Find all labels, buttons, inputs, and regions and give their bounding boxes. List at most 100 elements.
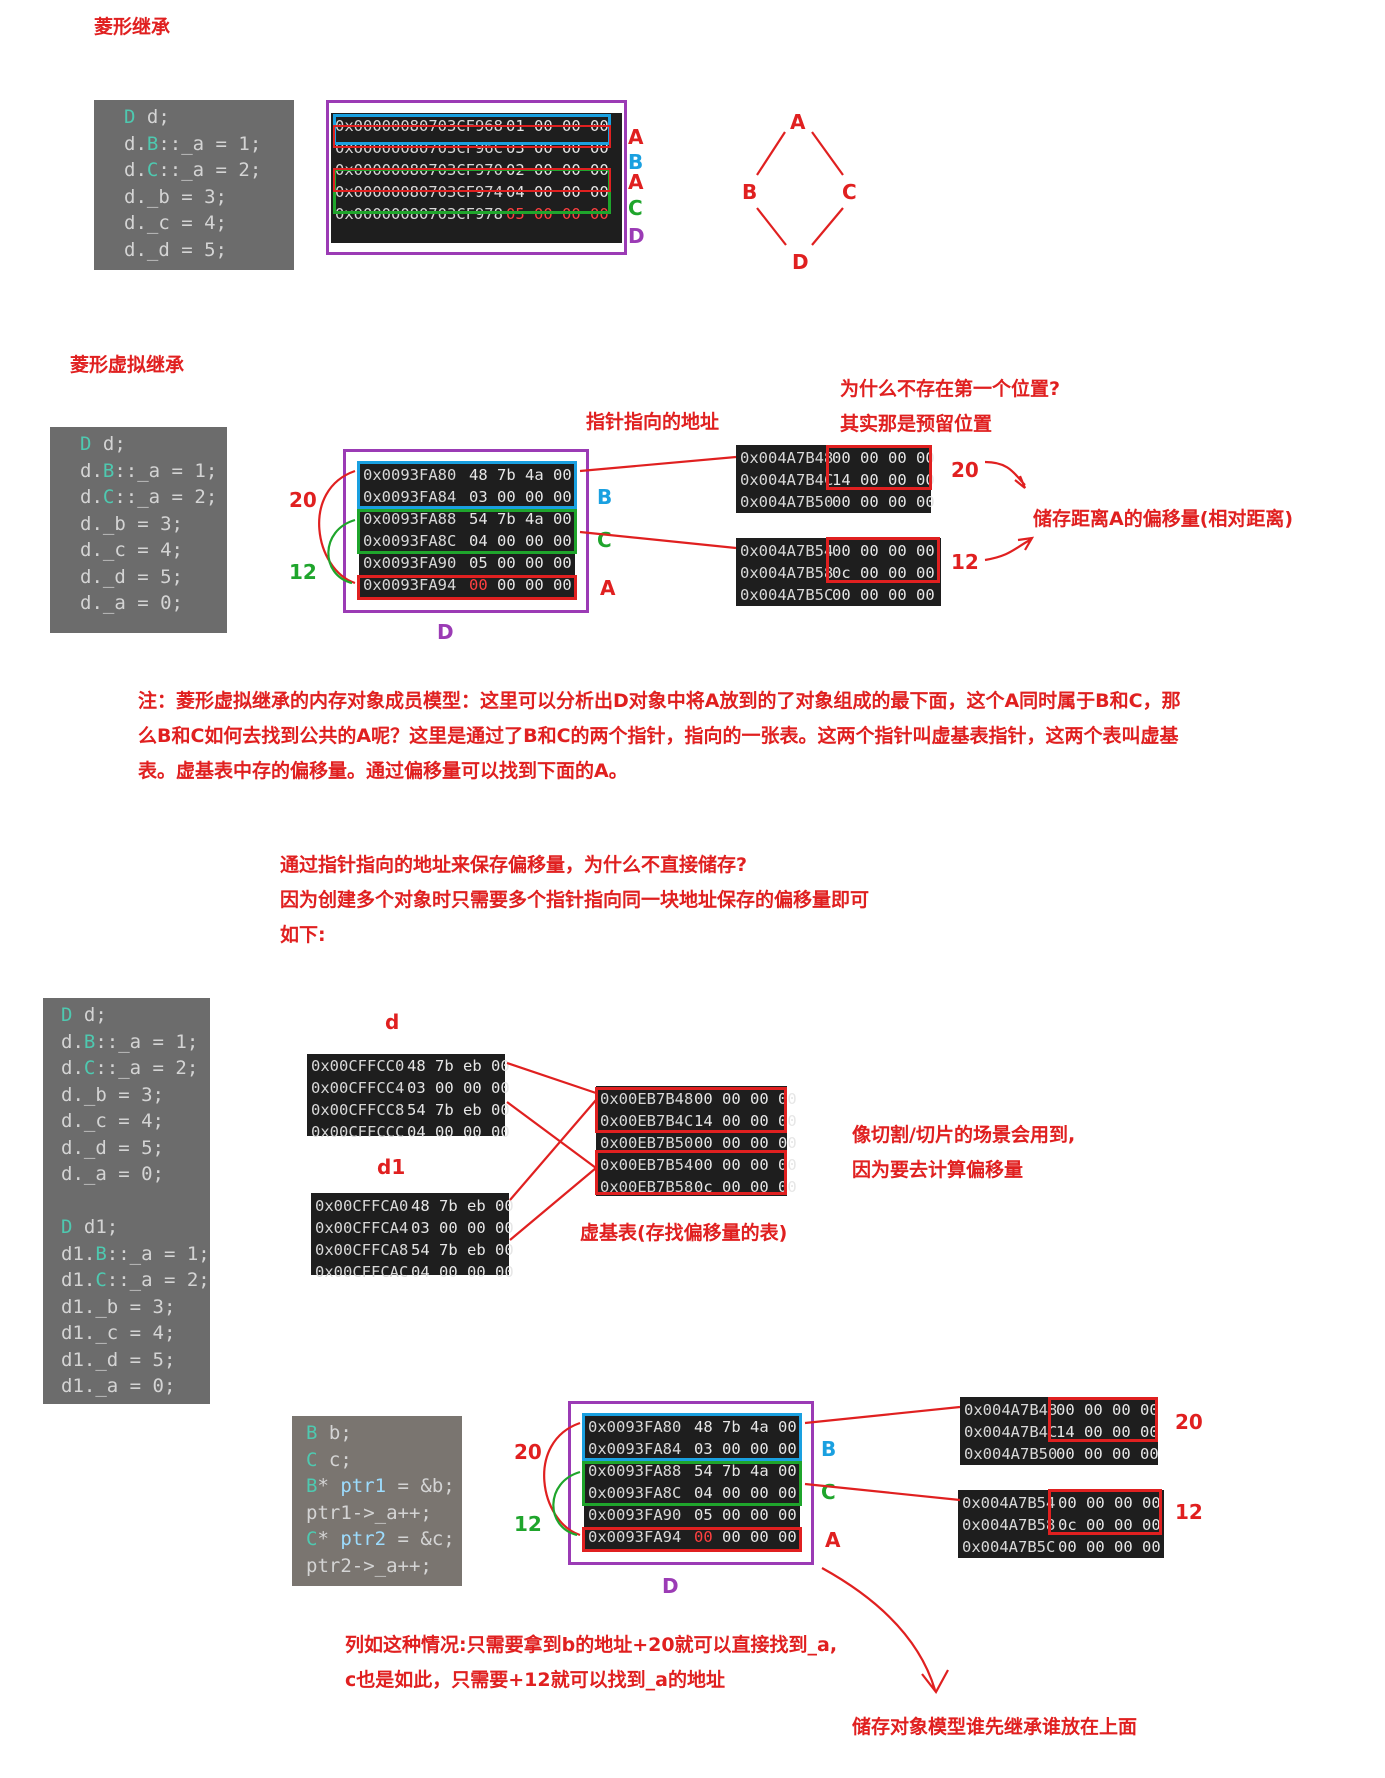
code-token: d.	[124, 159, 147, 181]
code-line: d1.C::_a = 2;	[61, 1267, 210, 1294]
memory-row: 0x00CFFCC048 7b eb 00	[307, 1056, 505, 1078]
memory-bytes: 03 00 00 00	[411, 1217, 514, 1239]
code-line	[61, 1188, 210, 1215]
label-a1: A	[628, 125, 643, 149]
memory-address: 0x00CFFCC0	[311, 1057, 404, 1075]
arrow-order	[822, 1568, 948, 1692]
label-a-example: A	[825, 1528, 840, 1552]
slicing-note-line2: 因为要去计算偏移量	[852, 1153, 1075, 1188]
d1-to-vbtable-b	[510, 1100, 596, 1200]
memory-bytes: 54 7b eb 00	[411, 1239, 514, 1261]
code-token: d._a = 0;	[61, 1163, 164, 1185]
reserved-slot-note: 为什么不存在第一个位置? 其实那是预留位置	[840, 372, 1060, 442]
memory-row: 0x00CFFCC403 00 00 00	[307, 1078, 505, 1100]
code-token: d.	[61, 1031, 84, 1053]
code-token: C	[306, 1449, 329, 1471]
code-line: d.B::_a = 1;	[80, 458, 227, 485]
label-a2: A	[628, 170, 643, 194]
diamond-edge-ac	[812, 132, 843, 175]
label-d-example: D	[662, 1574, 679, 1598]
memory-bytes: 04 00 00 00	[411, 1261, 514, 1283]
label-b-example: B	[821, 1437, 836, 1461]
memory-bytes: 00 00 00 00	[1058, 1536, 1161, 1558]
slicing-note: 像切割/切片的场景会用到, 因为要去计算偏移量	[852, 1118, 1075, 1188]
code-token: *	[317, 1528, 340, 1550]
label-a-virtual: A	[600, 576, 615, 600]
code-line: d._d = 5;	[61, 1135, 210, 1162]
table-offset-12: 12	[951, 550, 979, 574]
code-line: d._b = 3;	[80, 511, 227, 538]
code-token: C	[147, 159, 158, 181]
example-note: 列如这种情况:只需要拿到b的地址+20就可以直接找到_a, c也是如此，只需要+…	[345, 1628, 837, 1698]
code-token: ::_a = 1;	[95, 1031, 198, 1053]
memory-bytes: 00 00 00 00	[832, 491, 935, 513]
diamond-edge-cd	[812, 208, 843, 245]
code-snippet-diamond: D d;d.B::_a = 1;d.C::_a = 2;d._b = 3;d._…	[94, 100, 294, 270]
code-line: d1._b = 3;	[61, 1294, 210, 1321]
code-line: C* ptr2 = &c;	[306, 1526, 462, 1553]
memory-bytes: 05 00 00 00	[694, 1504, 797, 1526]
code-token: ptr2	[340, 1528, 386, 1550]
code-line: d._a = 0;	[61, 1161, 210, 1188]
memory-row: 0x00CFFCA403 00 00 00	[311, 1217, 509, 1239]
code-token: ::_a = 2;	[95, 1057, 198, 1079]
code-token: C	[95, 1269, 106, 1291]
memory-address: 0x004A7B5C	[962, 1538, 1055, 1556]
code-token: d.	[61, 1057, 84, 1079]
memory-row: 0x004A7B5C00 00 00 00	[736, 584, 941, 606]
code-token: d._b = 3;	[61, 1084, 164, 1106]
code-token: C	[103, 486, 114, 508]
memory-bytes: 00 00 00 00	[1056, 1443, 1159, 1465]
code-token: d._d = 5;	[124, 239, 227, 261]
memory-address: 0x00CFFCCC	[311, 1123, 404, 1141]
code-token: d1._b = 3;	[61, 1296, 175, 1318]
section-title-diamond: 菱形继承	[94, 12, 170, 39]
code-token: ::_a = 1;	[114, 460, 217, 482]
code-token: D	[124, 106, 147, 128]
code-line: d._b = 3;	[124, 184, 294, 211]
code-token: B	[147, 133, 158, 155]
code-token: d.	[80, 486, 103, 508]
code-token: B	[95, 1243, 106, 1265]
code-token: B	[306, 1475, 317, 1497]
label-c-virtual: C	[597, 528, 612, 552]
label-b-virtual: B	[597, 485, 612, 509]
memory-address: 0x00CFFCA8	[315, 1241, 408, 1259]
memory-address: 0x00CFFCC8	[311, 1101, 404, 1119]
code-token: d.	[80, 460, 103, 482]
code-line: d1._a = 0;	[61, 1373, 210, 1400]
memory-bytes: 48 7b eb 00	[407, 1056, 510, 1076]
code-token: ::_a = 2;	[158, 159, 261, 181]
memory-bytes: 03 00 00 00	[407, 1078, 510, 1098]
memory-address: 0x00CFFCAC	[315, 1263, 408, 1281]
offset-20-label: 20	[289, 488, 317, 512]
shared-vbtable-b-highlight	[595, 1087, 787, 1133]
reserved-answer: 其实那是预留位置	[840, 407, 1060, 442]
label-d-virtual: D	[437, 620, 454, 644]
vbtable-b-example-highlight	[1048, 1397, 1158, 1442]
memory-bytes: 04 00 00 00	[407, 1122, 510, 1142]
why-pointer-note: 通过指针指向的地址来保存偏移量，为什么不直接储存? 因为创建多个对象时只需要多个…	[280, 848, 869, 953]
code-token: c;	[329, 1449, 352, 1471]
code-token: = &c;	[386, 1528, 455, 1550]
memory-bytes: 00 00 00 00	[832, 584, 935, 606]
label-c-example: C	[821, 1480, 836, 1504]
code-token: d._c = 4;	[80, 539, 183, 561]
code-snippet-virtual: D d;d.B::_a = 1;d.C::_a = 2;d._b = 3;d._…	[50, 427, 227, 633]
virtual-inheritance-explanation: 注：菱形虚拟继承的内存对象成员模型：这里可以分析出D对象中将A放到的了对象组成的…	[138, 684, 1188, 789]
code-token: d._c = 4;	[124, 212, 227, 234]
offset-12-example: 12	[514, 1512, 542, 1536]
diamond-node-c: C	[842, 180, 857, 204]
code-token: d._b = 3;	[80, 513, 183, 535]
memory-bytes: 48 7b eb 00	[411, 1195, 514, 1217]
object-d-label: d	[385, 1010, 399, 1034]
code-token: d._a = 0;	[80, 592, 183, 614]
code-line: d.C::_a = 2;	[124, 157, 294, 184]
code-token: ::_a = 1;	[158, 133, 261, 155]
memory-address: 0x004A7B54	[962, 1494, 1055, 1512]
memory-address: 0x004A7B48	[740, 449, 833, 467]
code-snippet-pointers: B b;C c;B* ptr1 = &b;ptr1->_a++;C* ptr2 …	[292, 1416, 462, 1586]
code-line: ptr2->_a++;	[306, 1553, 462, 1580]
